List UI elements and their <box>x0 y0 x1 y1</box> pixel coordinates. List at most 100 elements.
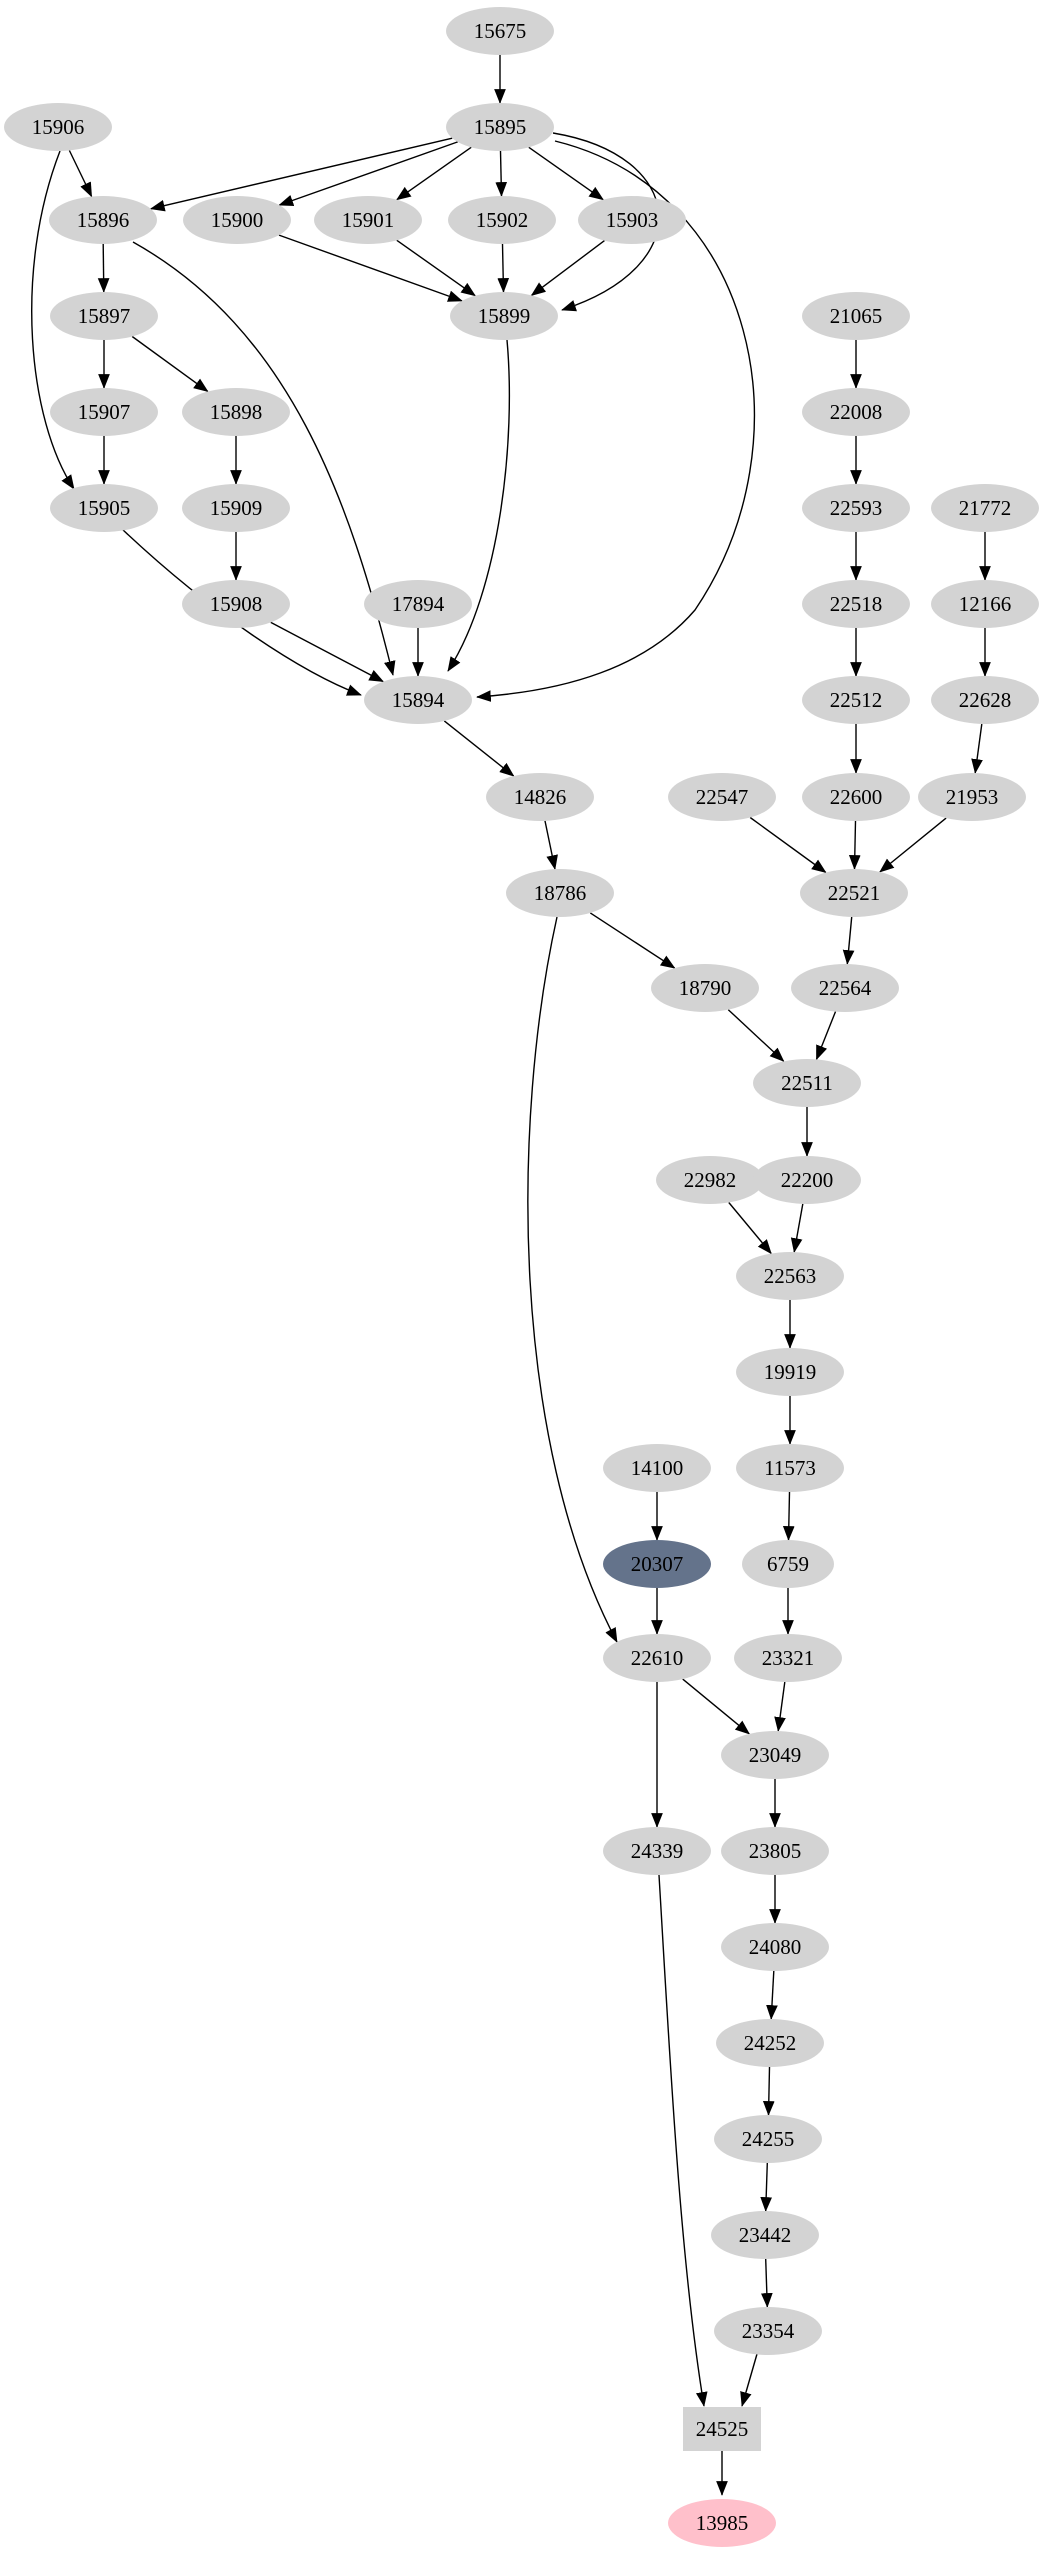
graph-node-18786: 18786 <box>506 869 614 917</box>
node-label-22511: 22511 <box>781 1071 833 1095</box>
node-ellipse-15900 <box>183 196 291 244</box>
node-ellipse-23321 <box>734 1634 842 1682</box>
node-ellipse-24255 <box>714 2115 822 2163</box>
node-label-22547: 22547 <box>696 785 749 809</box>
node-ellipse-15906 <box>4 103 112 151</box>
node-label-23805: 23805 <box>749 1839 802 1863</box>
node-ellipse-14100 <box>603 1444 711 1492</box>
node-label-19919: 19919 <box>764 1360 817 1384</box>
node-label-15902: 15902 <box>476 208 529 232</box>
node-label-24252: 24252 <box>744 2031 797 2055</box>
node-ellipse-22600 <box>802 773 910 821</box>
edge-15895-15901 <box>396 146 472 201</box>
edge-15905-15894 <box>121 528 362 696</box>
node-ellipse-15903 <box>578 196 686 244</box>
node-ellipse-15895 <box>446 103 554 151</box>
node-label-13985: 13985 <box>696 2511 749 2535</box>
edge-18790-22511 <box>727 1009 785 1062</box>
node-label-12166: 12166 <box>959 592 1012 616</box>
node-label-15909: 15909 <box>210 496 263 520</box>
edge-23442-23354 <box>760 2258 773 2308</box>
graph-node-15905: 15905 <box>50 484 158 532</box>
graph-node-15902: 15902 <box>448 196 556 244</box>
node-label-22593: 22593 <box>830 496 883 520</box>
node-ellipse-22563 <box>736 1252 844 1300</box>
graph-node-15899: 15899 <box>450 292 558 340</box>
graph-node-24080: 24080 <box>721 1923 829 1971</box>
node-label-22518: 22518 <box>830 592 883 616</box>
node-ellipse-18786 <box>506 869 614 917</box>
node-label-21065: 21065 <box>830 304 883 328</box>
edge-15897-15898 <box>131 335 209 393</box>
edge-15900-15899 <box>278 234 463 302</box>
edge-22982-22563 <box>728 1202 772 1255</box>
graph-node-23442: 23442 <box>711 2211 819 2259</box>
edge-24252-24255 <box>762 2066 775 2116</box>
node-label-22563: 22563 <box>764 1264 817 1288</box>
graph-node-17894: 17894 <box>364 580 472 628</box>
graph-node-15675: 15675 <box>446 7 554 55</box>
node-ellipse-17894 <box>364 580 472 628</box>
node-ellipse-15675 <box>446 7 554 55</box>
edge-15895-15903 <box>528 146 604 201</box>
node-ellipse-18790 <box>651 964 759 1012</box>
node-label-24255: 24255 <box>742 2127 795 2151</box>
node-ellipse-22512 <box>802 676 910 724</box>
graph-node-22564: 22564 <box>791 964 899 1012</box>
graph-node-15894: 15894 <box>364 676 472 724</box>
edge-24080-24252 <box>766 1970 778 2020</box>
node-ellipse-15908 <box>182 580 290 628</box>
graph-node-19919: 19919 <box>736 1348 844 1396</box>
node-ellipse-22628 <box>931 676 1039 724</box>
graph-node-15901: 15901 <box>314 196 422 244</box>
graph-node-22511: 22511 <box>753 1059 861 1107</box>
node-ellipse-15909 <box>182 484 290 532</box>
graph-node-15908: 15908 <box>182 580 290 628</box>
node-ellipse-15901 <box>314 196 422 244</box>
node-ellipse-22610 <box>603 1634 711 1682</box>
node-ellipse-15896 <box>49 196 157 244</box>
edge-22610-23049 <box>682 1678 751 1735</box>
node-label-21772: 21772 <box>959 496 1012 520</box>
node-ellipse-21953 <box>918 773 1026 821</box>
graph-node-24252: 24252 <box>716 2019 824 2067</box>
edge-22628-21953 <box>971 723 983 774</box>
graph-node-22521: 22521 <box>800 869 908 917</box>
edge-22547-22521 <box>749 816 827 874</box>
node-label-17894: 17894 <box>392 592 445 616</box>
graph-node-24525: 24525 <box>683 2407 761 2451</box>
graph-node-22512: 22512 <box>802 676 910 724</box>
node-label-22008: 22008 <box>830 400 883 424</box>
edge-24339-24525 <box>658 1874 708 2407</box>
graph-node-15909: 15909 <box>182 484 290 532</box>
edge-15906-15905 <box>31 150 75 490</box>
edge-15901-15899 <box>396 239 476 297</box>
edge-24255-23442 <box>760 2162 773 2212</box>
node-label-15898: 15898 <box>210 400 263 424</box>
graph-node-15903: 15903 <box>578 196 686 244</box>
node-label-15905: 15905 <box>78 496 131 520</box>
node-label-22628: 22628 <box>959 688 1012 712</box>
node-label-15899: 15899 <box>478 304 531 328</box>
node-label-15894: 15894 <box>392 688 445 712</box>
graph-node-23049: 23049 <box>721 1731 829 1779</box>
edge-21953-22521 <box>879 817 947 873</box>
edge-22521-22564 <box>842 916 855 965</box>
edge-15906-15896 <box>68 150 93 198</box>
node-label-15908: 15908 <box>210 592 263 616</box>
node-ellipse-24339 <box>603 1827 711 1875</box>
graph-node-15900: 15900 <box>183 196 291 244</box>
node-ellipse-22008 <box>802 388 910 436</box>
node-ellipse-15899 <box>450 292 558 340</box>
node-label-24080: 24080 <box>749 1935 802 1959</box>
node-ellipse-21772 <box>931 484 1039 532</box>
graph-node-23805: 23805 <box>721 1827 829 1875</box>
node-label-24339: 24339 <box>631 1839 684 1863</box>
node-label-23354: 23354 <box>742 2319 795 2343</box>
graph-node-6759: 6759 <box>742 1540 834 1588</box>
edge-14826-18786 <box>544 820 558 871</box>
edges-layer <box>31 55 991 2496</box>
